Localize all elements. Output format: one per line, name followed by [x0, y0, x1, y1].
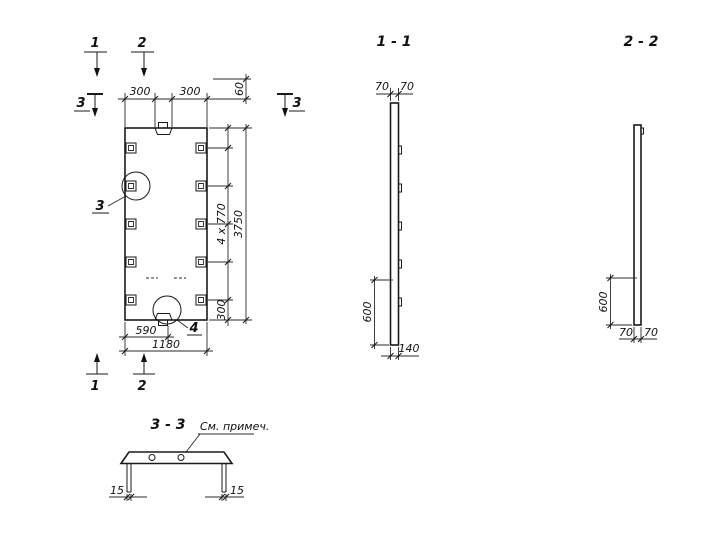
up-arrow-icon [141, 353, 147, 362]
section-3-label: 3 [292, 96, 301, 111]
panel-section-strip [633, 124, 642, 326]
dim-300-left: 300 [130, 85, 151, 98]
section-2-2-view: 2 - 2 600 70 70 [597, 34, 659, 343]
dimension-ticks [371, 276, 378, 349]
pitch-dimension-ticks [224, 124, 232, 324]
plan-view: 1 2 3 3 [74, 36, 305, 394]
panel-outline [124, 122, 208, 326]
dimension-ticks [121, 95, 211, 103]
top-lifting-loop [158, 122, 168, 129]
section-2-label: 2 [137, 379, 146, 394]
top-notch-mark [641, 127, 644, 135]
dimension-ticks [387, 90, 402, 98]
extension-lines [633, 327, 642, 343]
bottom-lifting-loop [158, 319, 168, 326]
detail-callout-4: 4 [152, 295, 202, 336]
dimension-ticks [387, 352, 402, 360]
section-1-label: 1 [90, 36, 99, 51]
flange-outline [119, 451, 234, 465]
anchor-pockets-section [398, 145, 402, 307]
leg-outlines [126, 463, 227, 493]
section-3-3-title: 3 - 3 [150, 417, 185, 433]
note-leader-line [185, 433, 201, 453]
extension-lines [390, 347, 399, 360]
dim-590-ticks [121, 333, 172, 341]
section-mark-3-left: 3 [74, 93, 103, 117]
dim-140-label: 140 [399, 342, 420, 355]
dimension-ticks [123, 493, 135, 501]
down-arrow-icon [141, 68, 147, 77]
dim-bottom-chains: 590 1180 [119, 322, 213, 356]
section-3-label: 3 [76, 96, 85, 111]
leader-line [107, 195, 127, 207]
loop-hole-left [148, 454, 156, 461]
panel-body [124, 127, 208, 321]
dimension-ticks [242, 75, 250, 103]
dim-1180-label: 1180 [152, 338, 180, 351]
dim-60-label: 60 [233, 82, 246, 96]
up-arrow-icon [94, 353, 100, 362]
dimension-ticks [218, 493, 230, 501]
dim-70-right: 70 [400, 80, 414, 93]
down-arrow-icon [282, 108, 288, 117]
extension-lines [370, 279, 389, 346]
section-1-label: 1 [90, 379, 99, 394]
dim-70-right: 70 [644, 326, 658, 339]
dim-pitch-label: 4 x 770 [215, 203, 228, 245]
extension-lines [124, 93, 208, 127]
dim-15-right-label: 15 [230, 484, 244, 497]
detail-callout-3: 3 [92, 171, 151, 214]
detail-circle [121, 171, 151, 201]
section-3-3-view: 3 - 3 См. примеч. 15 15 [109, 417, 269, 501]
dim-right-chains: 4 x 770 300 3750 [208, 124, 252, 326]
dimension-ticks [630, 335, 645, 343]
bottom-notch [154, 313, 173, 321]
down-arrow-icon [94, 68, 100, 77]
section-1-1-title: 1 - 1 [376, 34, 411, 50]
dim-70-left: 70 [619, 326, 633, 339]
detail-3-label: 3 [95, 199, 104, 214]
dim-top-70-70: 70 70 [375, 80, 414, 101]
detail-circle [152, 295, 182, 325]
dim-60: 60 [213, 74, 251, 104]
section-1-1-view: 1 - 1 70 70 600 140 [361, 34, 420, 360]
dim-1180-ticks [121, 347, 211, 355]
extension-lines [213, 78, 251, 100]
dim-bottom-70-70: 70 70 [619, 326, 658, 343]
section-mark-3-right: 3 [277, 93, 305, 117]
section-2-label: 2 [137, 36, 146, 51]
leader-line [176, 319, 189, 329]
loop-hole-right [177, 454, 185, 461]
see-note-text: См. примеч. [200, 420, 269, 433]
detail-4-label: 4 [188, 321, 198, 336]
dim-600-label: 600 [361, 302, 374, 323]
section-mark-1-top: 1 [84, 36, 107, 77]
top-notch [154, 127, 173, 135]
dim-600: 600 [597, 274, 632, 329]
anchor-pockets-outer [125, 142, 207, 306]
dim-total-label: 3750 [232, 210, 245, 238]
dim-600-label: 600 [597, 292, 610, 313]
dim-590-label: 590 [136, 324, 157, 337]
dim-15-left-label: 15 [110, 484, 124, 497]
dim-top-chain: 300 300 [118, 85, 214, 127]
panel-section-strip [389, 102, 400, 346]
dim-300-right: 300 [180, 85, 201, 98]
down-arrow-icon [92, 108, 98, 117]
section-mark-1-bottom: 1 [86, 353, 108, 394]
dim-600: 600 [361, 276, 389, 349]
dim-140: 140 [381, 342, 420, 360]
dimension-ticks [607, 274, 614, 329]
section-mark-2-top: 2 [131, 36, 154, 77]
total-dimension-ticks [242, 124, 250, 324]
section-mark-2-bottom: 2 [133, 353, 155, 394]
anchor-pockets-inner [128, 145, 204, 303]
extension-lines [208, 127, 252, 321]
section-2-2-title: 2 - 2 [623, 34, 658, 50]
dim-70-left: 70 [375, 80, 389, 93]
dim-300-bottom-label: 300 [215, 300, 228, 321]
dim-15-left: 15 [109, 484, 147, 501]
dim-15-right: 15 [205, 484, 244, 501]
